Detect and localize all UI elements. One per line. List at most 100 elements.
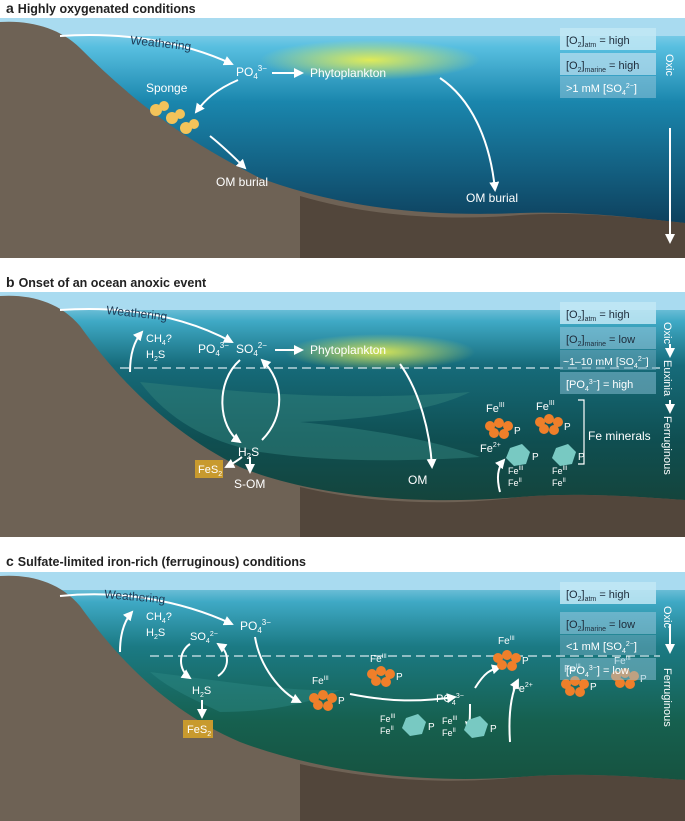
panel-c-weathering-arrow: [59, 593, 234, 626]
panel-a-om-burial-label-2: OM burial: [466, 191, 518, 205]
panel-c-sky: [0, 572, 685, 590]
panel-c-fe3-label-2: FeIII: [370, 654, 387, 665]
panel-c-p-label-1: P: [338, 696, 345, 707]
panel-a-phytoplankton-label: Phytoplankton: [310, 66, 386, 80]
panel-b-p-label-4: P: [578, 452, 585, 463]
svg-text:[O2]atm = high: [O2]atm = high: [566, 309, 630, 323]
panel-c-p-label-4: P: [590, 682, 597, 693]
panel-b-fe3-under-2: FeIII: [552, 466, 568, 476]
panel-a-burial1-arrow: [209, 135, 247, 170]
panel-c-p-label-6: P: [428, 722, 435, 733]
panel-b-fe2-arrow: [494, 458, 506, 493]
panel-a-weathering-label: Weathering: [130, 33, 192, 53]
fe-oxide-cluster-icon: [485, 414, 563, 439]
panel-c-h2s-top-label: H2S: [146, 627, 165, 641]
panel-c-fe2-mixed-1: FeII: [380, 726, 394, 736]
panel-b-p-label-2: P: [564, 422, 571, 433]
panel-a-sponge-label: Sponge: [146, 81, 188, 95]
svg-text:[PO43−] = high: [PO43−] = high: [566, 379, 633, 393]
panel-b-fe3-label-1: FeIII: [486, 402, 505, 415]
panel-c-ch4-arrow: [119, 610, 134, 653]
panel-c-diagram: Weathering CH4? H2S SO42− PO43− H2S FeS2…: [0, 572, 685, 821]
panel-c-fe3-mixed-2: FeIII: [442, 716, 458, 726]
svg-text:[O2]atm = high: [O2]atm = high: [566, 35, 630, 49]
panel-b-diagram: Weathering CH4? H2S PO43− SO42− Phytopla…: [0, 292, 685, 537]
panel-b-fe2-label: Fe2+: [480, 442, 501, 455]
panel-b-weathering-arrow: [59, 308, 234, 343]
panel-b-land: [0, 295, 685, 537]
panel-c-fe3-label-1: FeIII: [312, 676, 329, 687]
svg-text:[O2]marine = high: [O2]marine = high: [566, 60, 639, 74]
panel-b-seafloor: [300, 487, 685, 537]
svg-text:~1–10 mM [SO42−]: ~1–10 mM [SO42−]: [563, 356, 649, 370]
panel-b-p-label-1: P: [514, 426, 521, 437]
panel-c-phosphate-mid-label: PO43−: [436, 693, 464, 707]
panel-a-to-sponge-arrow: [194, 79, 239, 114]
panel-c-fe-to-po4-arrow: [349, 693, 457, 704]
fe-mixed-valence-mineral-icon: [402, 714, 488, 738]
panel-b-fe3-under-1: FeIII: [508, 466, 524, 476]
panel-c-land: [0, 575, 685, 821]
panel-c-ch4-label: CH4?: [146, 611, 172, 625]
panel-a-phytoplankton-glow: [260, 40, 480, 80]
panel-b-weathering-label: Weathering: [106, 303, 168, 323]
panel-a-sky: [0, 18, 685, 36]
panel-c-h2s-mid-label: H2S: [192, 685, 211, 699]
panel-b-om-arrow: [399, 363, 437, 469]
fe-mixed-valence-mineral-icon: [506, 444, 576, 466]
panel-c-weathering-label: Weathering: [104, 587, 166, 606]
panel-b-som-label: S-OM: [234, 477, 265, 491]
panel-b-condition-box: [O2]atm = high [O2]marine = low ~1–10 mM…: [560, 302, 656, 394]
panel-a-om-burial-label-1: OM burial: [216, 175, 268, 189]
panel-c-fe3-label-3: FeIII: [498, 636, 515, 647]
svg-text:<1 mM [SO42−]: <1 mM [SO42−]: [566, 641, 637, 655]
panel-b-fe3-label-2: FeIII: [536, 400, 555, 413]
panel-b-sulfate-cycle-left: [221, 359, 242, 444]
panel-b-phytoplankton-glow: [285, 334, 475, 370]
panel-c-p-label-7: P: [490, 724, 497, 735]
panel-b-phosphate-label: PO43−: [198, 341, 229, 358]
panel-c-po4-to-fe-arrow: [474, 664, 502, 689]
svg-text:[PO43−] = low: [PO43−] = low: [566, 665, 629, 679]
panel-b-om-label: OM: [408, 473, 427, 487]
panel-b-h2s-mid-label: H2S: [238, 445, 259, 461]
panel-c-fe2-label: Fe2+: [512, 682, 533, 695]
panel-b-fes2-label: FeS2: [198, 464, 222, 478]
panel-c-ferruginous-label: Ferruginous: [661, 668, 673, 727]
sponge-icon: [150, 101, 199, 134]
panel-a-burial2-arrow: [439, 77, 500, 192]
svg-text:[O2]marine = low: [O2]marine = low: [566, 619, 635, 633]
panel-c-fes2-box: [183, 720, 213, 738]
panel-b-ch4-arrow: [129, 330, 144, 373]
panel-b-oxic-label: Oxic: [661, 322, 673, 345]
panel-b-sulfate-cycle-right: [260, 358, 281, 441]
panel-b-sky: [0, 292, 685, 310]
panel-a-weathering-arrow: [59, 34, 234, 66]
fe-oxide-cluster-icon: [309, 650, 639, 711]
panel-c-oxic-label: Oxic: [661, 606, 673, 629]
panel-c-po4-down-arrow: [254, 636, 302, 703]
panel-b-fe2-under-2: FeII: [552, 478, 566, 488]
panel-c-condition-box: [O2]atm = high [O2]marine = low <1 mM [S…: [560, 582, 656, 680]
panel-b-p-label-3: P: [532, 452, 539, 463]
panel-b-euxinic-plume: [140, 382, 480, 461]
svg-text:[O2]atm = high: [O2]atm = high: [566, 589, 630, 603]
panel-c-seafloor: [300, 764, 685, 821]
panel-b-sulfate-label: SO42−: [236, 341, 267, 358]
panel-c-phosphate-label: PO43−: [240, 618, 271, 635]
panel-b-fe-minerals-label: Fe minerals: [588, 429, 651, 443]
panel-a-oxic-label: Oxic: [663, 54, 675, 77]
panel-b-to-fes2-arrow: [224, 456, 243, 468]
panel-a-seafloor: [300, 196, 685, 258]
panel-c-sulfate-label: SO42−: [190, 631, 218, 645]
panel-b-fe-bracket: [578, 399, 585, 465]
panel-c-fe3-mixed-1: FeIII: [380, 714, 396, 724]
panel-b-euxinia-label: Euxinia: [661, 360, 673, 397]
panel-b-fe2-under-1: FeII: [508, 478, 522, 488]
panel-c-fe2-mixed-2: FeII: [442, 728, 456, 738]
panel-c-fe2-arrow: [508, 678, 519, 743]
panel-b-h2s-top-label: H2S: [146, 349, 165, 363]
